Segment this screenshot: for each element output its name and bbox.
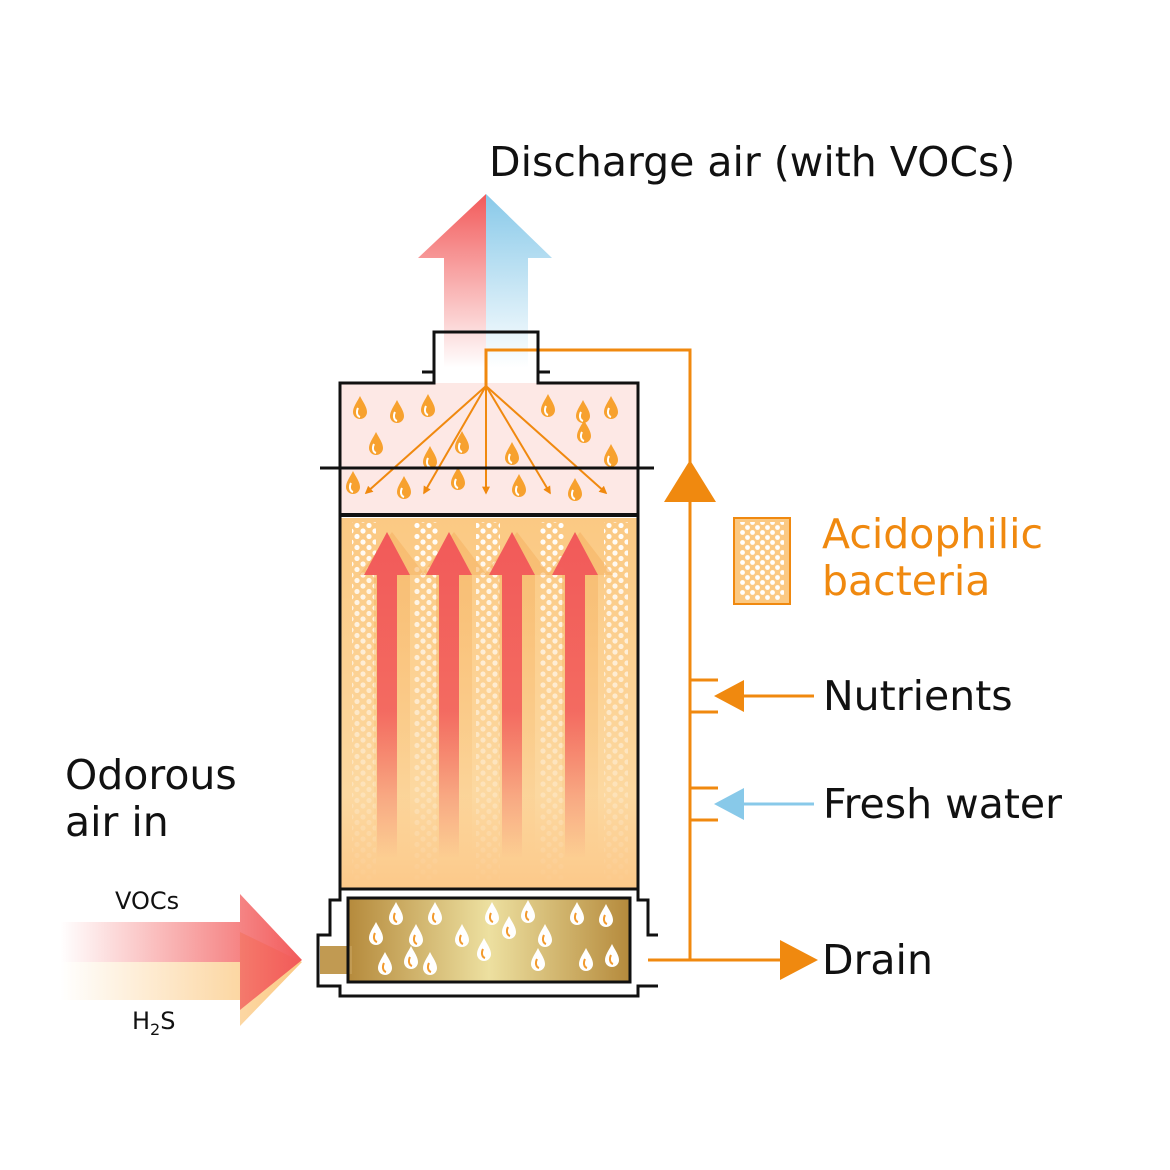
bacteria-label-line1: Acidophilic — [822, 510, 1044, 558]
air-flow-arrow-icon — [547, 532, 613, 858]
bacteria-legend-icon — [733, 517, 791, 605]
drain-label: Drain — [822, 936, 933, 984]
h2s-s: S — [160, 1007, 176, 1035]
nutrients-label: Nutrients — [823, 672, 1013, 720]
spray-nozzle-arrows — [364, 385, 608, 495]
odorous-air-in-label: Odorous air in — [65, 751, 237, 847]
odorous-label-line1: Odorous — [65, 751, 237, 799]
h2s-subscript: 2 — [150, 1020, 161, 1039]
air-flow-arrow-icon — [359, 532, 425, 858]
spray-zone — [340, 383, 638, 515]
h2s-label: H2S — [132, 1007, 176, 1039]
flow-up-arrow-icon — [664, 460, 716, 502]
fresh-water-label: Fresh water — [823, 780, 1062, 828]
recirculation-line — [484, 348, 800, 962]
discharge-arrow-icon — [418, 194, 552, 368]
discharge-air-label: Discharge air (with VOCs) — [489, 138, 1016, 186]
h2s-h: H — [132, 1007, 151, 1035]
acidophilic-bacteria-label: Acidophilic bacteria — [822, 510, 1044, 606]
air-flow-arrow-icon — [484, 532, 550, 858]
fresh-water-arrow-icon — [714, 788, 814, 820]
vessel-outline — [316, 330, 658, 998]
vocs-label: VOCs — [115, 887, 180, 915]
drain-arrow-icon — [780, 940, 818, 980]
bacteria-label-line2: bacteria — [822, 557, 991, 606]
air-flow-arrow-icon — [421, 532, 487, 858]
odorous-label-line2: air in — [65, 798, 169, 847]
nutrients-arrow-icon — [714, 680, 814, 712]
inlet-arrow-icon — [60, 894, 302, 1026]
packing-bed — [340, 518, 638, 888]
